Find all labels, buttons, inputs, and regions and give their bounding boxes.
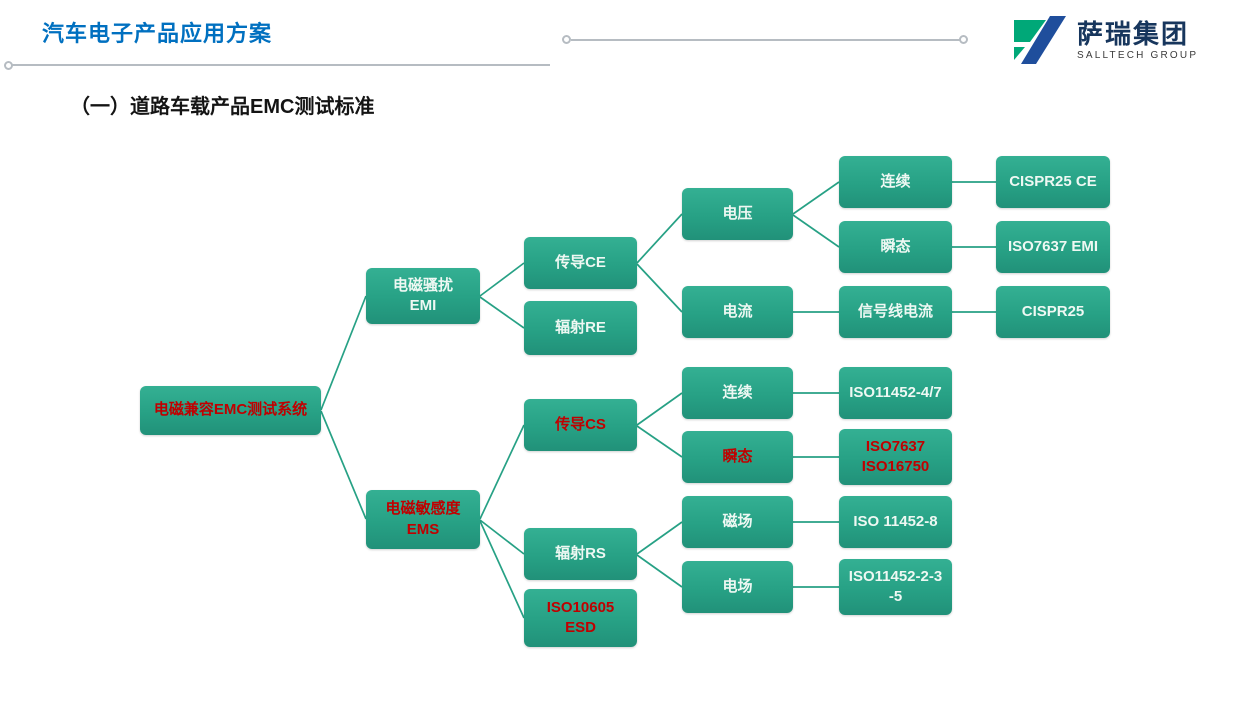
node-label: 电磁兼容EMC测试系统 <box>153 401 308 419</box>
node-label: 电磁骚扰 <box>392 276 453 294</box>
node-label: ISO11452-2-3 <box>848 567 943 585</box>
node-label: ISO 11452-8 <box>853 512 938 530</box>
section-title: （一）道路车载产品EMC测试标准 <box>70 96 375 118</box>
node-label: ISO10605 <box>546 598 615 616</box>
node-iso11452-235: ISO11452-2-3 -5 <box>839 559 952 615</box>
node-label: 辐射RE <box>555 318 606 336</box>
logo-mark-icon <box>1014 16 1066 64</box>
node-voltage-continuous: 连续 <box>839 156 952 208</box>
node-radiated-rs: 辐射RS <box>524 528 637 580</box>
node-emc-root: 电磁兼容EMC测试系统 <box>140 386 321 435</box>
node-cs-continuous: 连续 <box>682 367 793 419</box>
node-label: ISO11452-4/7 <box>849 383 942 401</box>
node-label: 瞬态 <box>880 237 911 255</box>
node-label: ISO16750 <box>861 458 930 475</box>
decor-line-top <box>571 39 961 41</box>
decor-line-bottom <box>12 64 550 66</box>
node-label: 瞬态 <box>722 447 753 465</box>
company-logo: 萨瑞集团 SALLTECH GROUP <box>1008 14 1198 68</box>
node-label: 电场 <box>722 577 753 595</box>
decor-circle-right <box>959 35 968 44</box>
node-electric-field: 电场 <box>682 561 793 613</box>
node-iso11452-47: ISO11452-4/7 <box>839 367 952 419</box>
node-voltage-transient: 瞬态 <box>839 221 952 273</box>
page-title: 汽车电子产品应用方案 <box>42 21 273 46</box>
decor-circle-mid <box>562 35 571 44</box>
node-label: CISPR25 <box>1021 302 1085 320</box>
node-iso7637-emi: ISO7637 EMI <box>996 221 1110 273</box>
node-label: 传导CS <box>555 415 606 433</box>
node-label: ISO7637 <box>865 437 926 455</box>
node-iso10605-esd: ISO10605 ESD <box>524 589 637 647</box>
node-signal-line-current: 信号线电流 <box>839 286 952 338</box>
logo-text: 萨瑞集团 SALLTECH GROUP <box>1077 18 1199 62</box>
node-label: 连续 <box>722 383 753 401</box>
node-iso7637-iso16750: ISO7637 ISO16750 <box>839 429 952 485</box>
node-iso11452-8: ISO 11452-8 <box>839 496 952 548</box>
node-label: 电流 <box>722 302 753 320</box>
node-label: 磁场 <box>722 512 753 530</box>
node-label: EMS <box>406 520 440 538</box>
node-label: 信号线电流 <box>857 302 933 320</box>
node-label: 连续 <box>880 172 911 190</box>
node-cispr25: CISPR25 <box>996 286 1110 338</box>
node-cispr25-ce: CISPR25 CE <box>996 156 1110 208</box>
node-label: ESD <box>565 619 596 636</box>
logo-name-en: SALLTECH GROUP <box>1077 49 1199 61</box>
node-voltage: 电压 <box>682 188 793 240</box>
node-cs-transient: 瞬态 <box>682 431 793 483</box>
node-label: -5 <box>888 588 903 605</box>
node-label: 辐射RS <box>555 544 606 562</box>
node-label: 电压 <box>722 204 753 222</box>
node-magnetic-field: 磁场 <box>682 496 793 548</box>
node-radiated-re: 辐射RE <box>524 301 637 355</box>
node-ems: 电磁敏感度 EMS <box>366 490 480 549</box>
logo-name-cn: 萨瑞集团 <box>1077 18 1190 49</box>
node-current: 电流 <box>682 286 793 338</box>
node-label: 电磁敏感度 <box>385 500 461 518</box>
node-emi: 电磁骚扰 EMI <box>366 268 480 324</box>
node-conducted-cs: 传导CS <box>524 399 637 451</box>
node-label: 传导CE <box>555 253 606 271</box>
node-conducted-ce: 传导CE <box>524 237 637 289</box>
node-label: CISPR25 CE <box>1009 172 1097 190</box>
node-label: EMI <box>409 297 437 314</box>
node-label: ISO7637 EMI <box>1007 237 1099 255</box>
